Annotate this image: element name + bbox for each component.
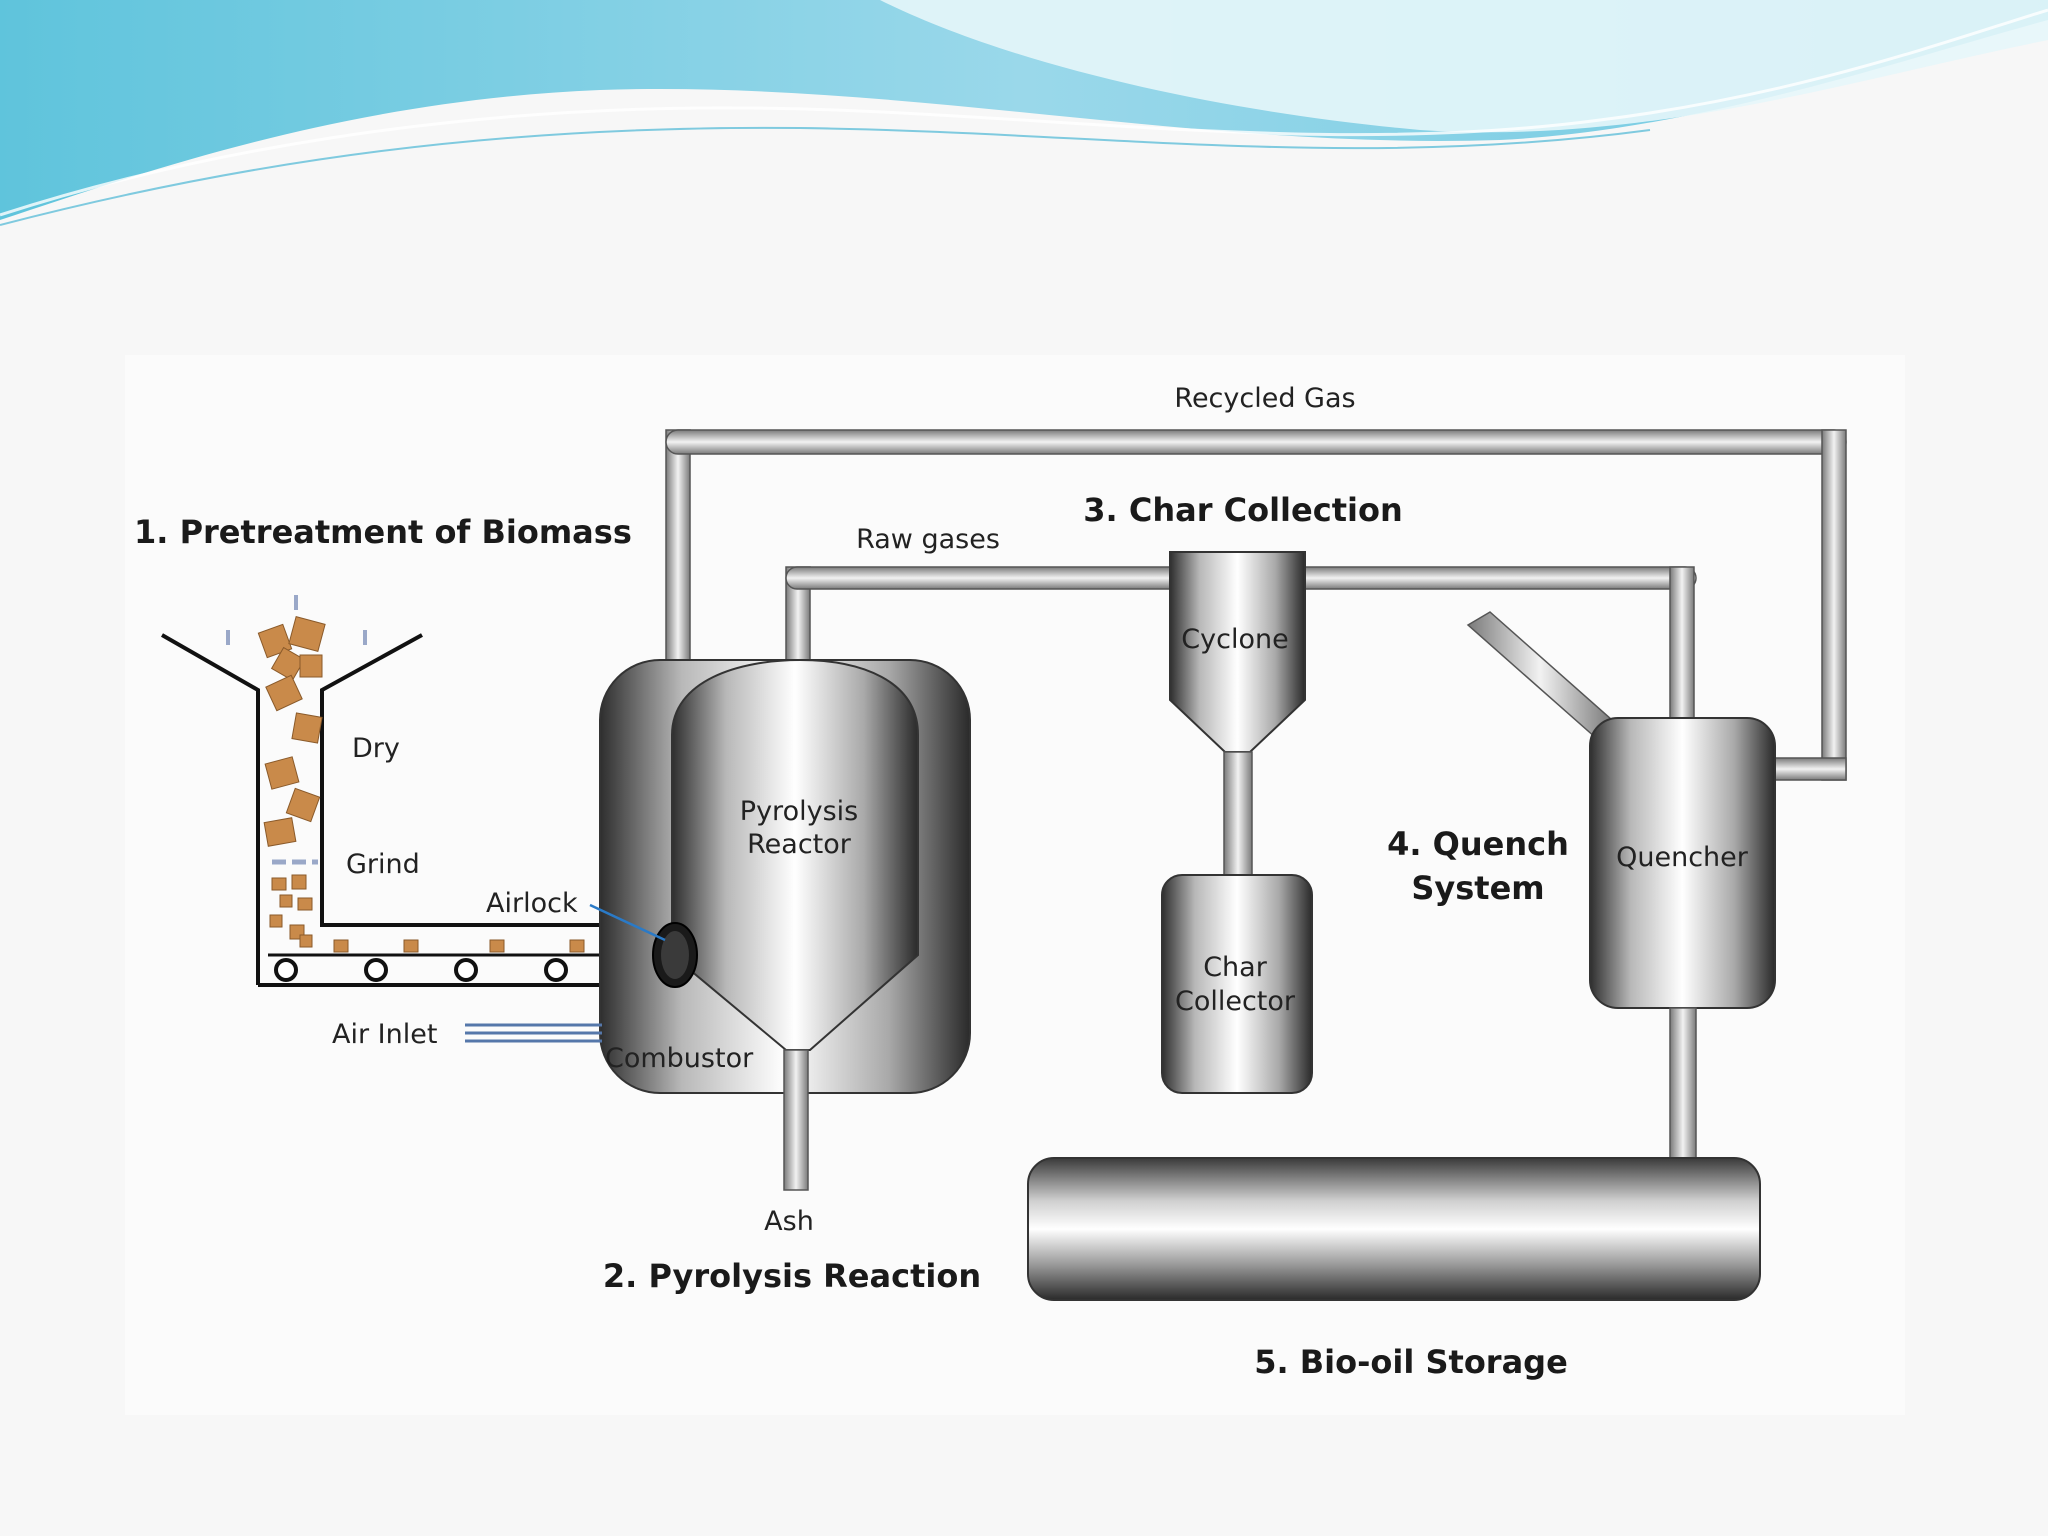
label-raw-gases: Raw gases: [856, 524, 1000, 555]
cyclone: [1169, 551, 1306, 878]
air-inlet-pipe: [465, 1023, 602, 1043]
label-cyclone: Cyclone: [1181, 624, 1288, 655]
feed-hopper: [161, 595, 660, 987]
biomass-particles: [257, 615, 637, 955]
heading-step-4-line2: System: [1411, 869, 1544, 907]
label-air-inlet: Air Inlet: [332, 1019, 437, 1050]
heading-step-5: 5. Bio-oil Storage: [1254, 1343, 1568, 1381]
label-char-line1: Char: [1203, 952, 1268, 983]
label-char-line2: Collector: [1175, 986, 1296, 1017]
label-reactor-line2: Reactor: [747, 829, 852, 860]
heading-step-3: 3. Char Collection: [1083, 491, 1402, 529]
bio-oil-storage-tank: [1027, 1157, 1761, 1301]
pyrolysis-reactor: [671, 658, 919, 1051]
label-combustor: Combustor: [605, 1043, 754, 1074]
heading-step-1: 1. Pretreatment of Biomass: [134, 513, 632, 551]
ash-outlet-pipe: [783, 1049, 809, 1191]
label-grind: Grind: [346, 849, 420, 880]
label-recycled-gas: Recycled Gas: [1174, 383, 1355, 414]
heading-step-2: 2. Pyrolysis Reaction: [603, 1257, 981, 1295]
airlock-core: [661, 931, 689, 979]
recycled-gas-pipe: [665, 429, 1847, 781]
airlock-pointer: [589, 903, 666, 942]
label-reactor-line1: Pyrolysis: [740, 796, 858, 827]
quencher-outlet-pipe: [1669, 1007, 1697, 1161]
label-airlock: Airlock: [486, 888, 578, 919]
label-dry: Dry: [352, 733, 400, 764]
label-quencher: Quencher: [1616, 842, 1749, 873]
char-collector: [1161, 874, 1313, 1094]
heading-step-4-line1: 4. Quench: [1387, 825, 1569, 863]
header-wave-banner: [0, 0, 2048, 226]
label-ash: Ash: [764, 1206, 814, 1237]
